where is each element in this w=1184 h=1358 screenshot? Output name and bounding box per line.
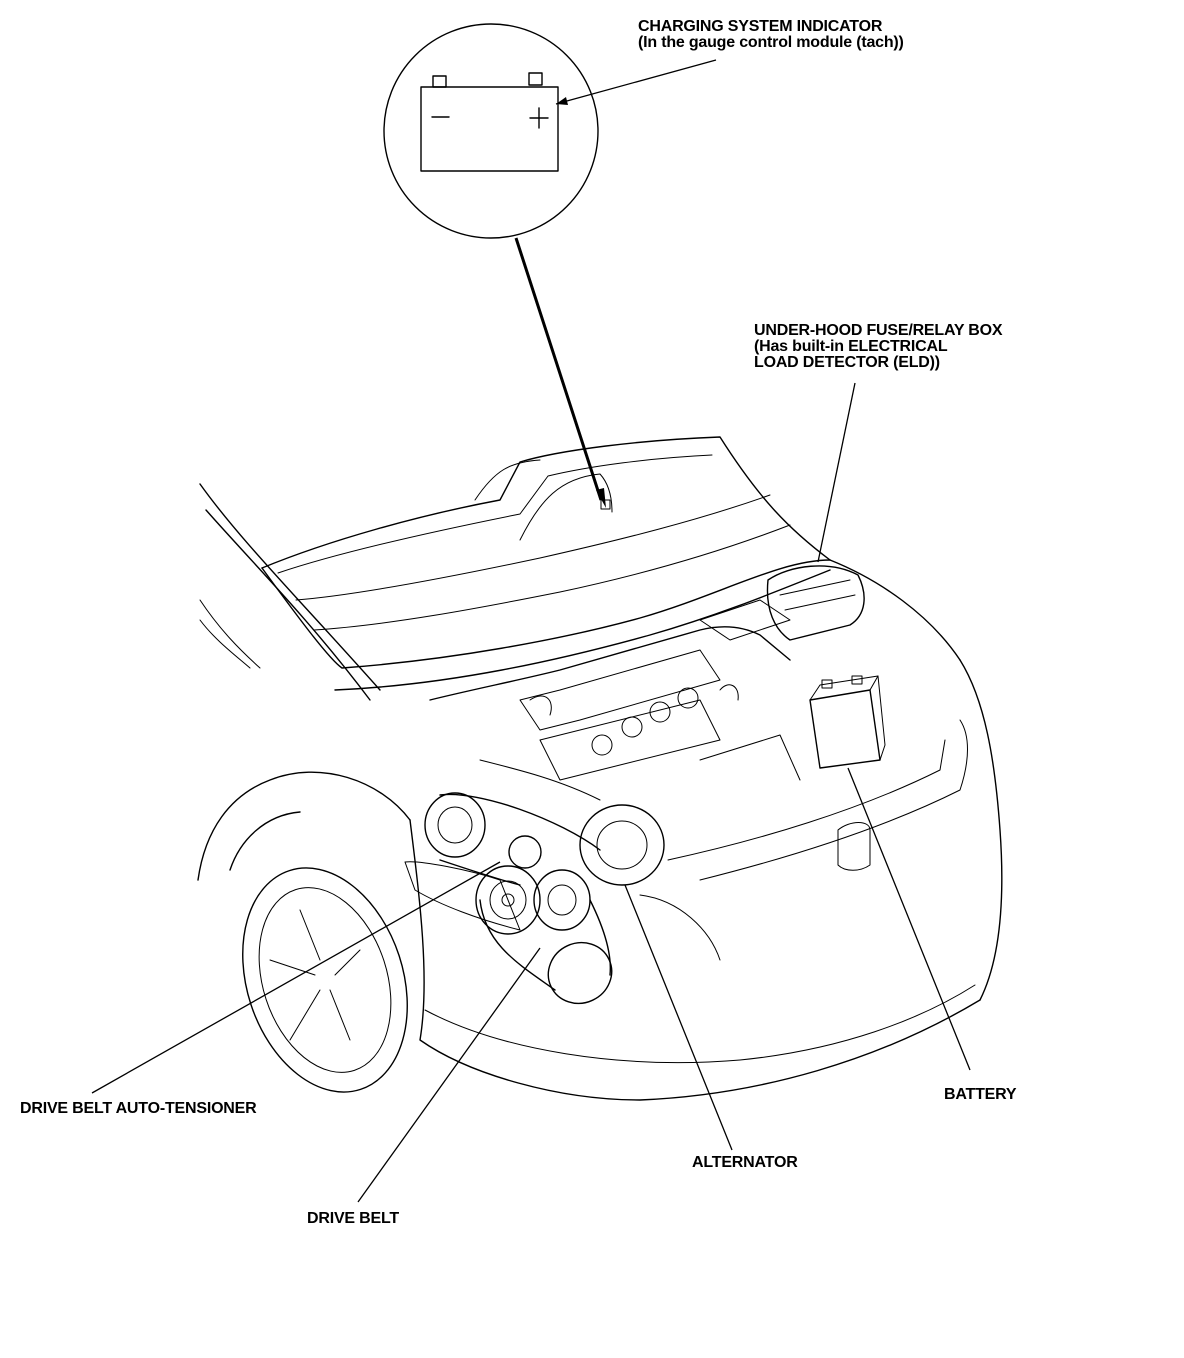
charging-indicator-label-line1: CHARGING SYSTEM INDICATOR xyxy=(638,18,883,35)
car-body xyxy=(197,436,1003,1101)
battery-part xyxy=(809,675,886,769)
battery-label: BATTERY xyxy=(944,1086,1017,1103)
charging-indicator-label-line2: (In the gauge control module (tach)) xyxy=(638,34,904,51)
engine-block xyxy=(429,599,801,801)
indicator-magnifier xyxy=(383,23,599,239)
charging-indicator-label: CHARGING SYSTEM INDICATOR (In the gauge … xyxy=(638,19,904,51)
fuse-box-label-line3: LOAD DETECTOR (ELD)) xyxy=(754,354,940,371)
battery-warning-icon xyxy=(420,72,559,172)
drive-belt-label: DRIVE BELT xyxy=(307,1210,399,1227)
auto-tensioner-part xyxy=(475,865,541,935)
fuse-box-label-line2: (Has built-in ELECTRICAL xyxy=(754,338,948,355)
front-wheel xyxy=(242,867,408,1093)
magnifier-circle xyxy=(383,23,599,239)
magnifier-pointer xyxy=(514,237,611,510)
alternator-label: ALTERNATOR xyxy=(692,1154,798,1171)
leader-lines xyxy=(91,59,971,1203)
fuse-box-label-line1: UNDER-HOOD FUSE/RELAY BOX xyxy=(754,322,1003,339)
alternator-part xyxy=(579,804,665,886)
drive-belt-auto-tensioner-label: DRIVE BELT AUTO-TENSIONER xyxy=(20,1100,257,1117)
fuse-relay-box xyxy=(766,565,865,641)
belt-drive xyxy=(424,792,665,1005)
fuse-box-label: UNDER-HOOD FUSE/RELAY BOX (Has built-in … xyxy=(754,322,1003,371)
